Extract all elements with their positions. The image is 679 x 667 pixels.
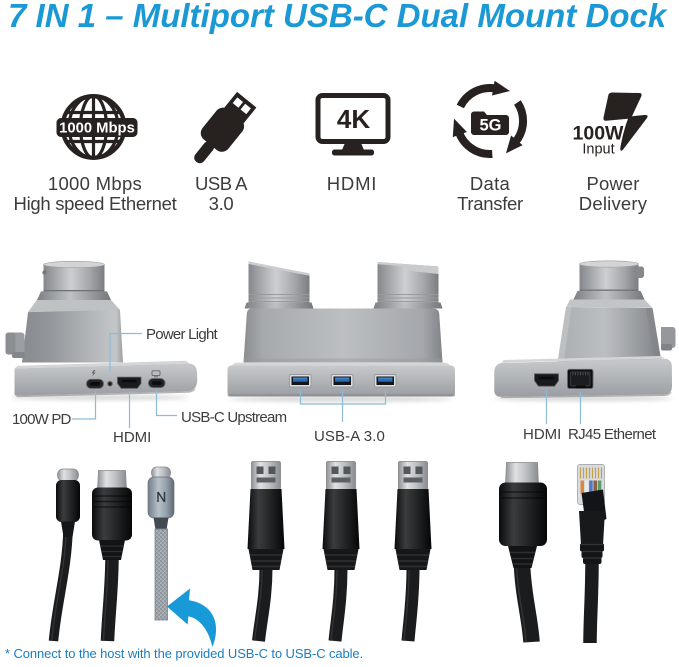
feature-usba-label: USB A 3.0	[195, 173, 248, 214]
footnote: * Connect to the host with the provided …	[5, 646, 364, 661]
bolt-watt-text: 100W	[573, 123, 625, 145]
page-title: 7 IN 1 – Multiport USB-C Dual Mount Dock	[8, 0, 667, 34]
rj45-ethernet-cable	[577, 464, 607, 644]
label-rj45-ethernet: RJ45 Ethernet	[568, 425, 656, 443]
power-bolt-icon: 100W Input	[573, 92, 648, 158]
usb-c-cable	[48, 468, 80, 642]
label-hdmi-left: HDMI	[113, 428, 152, 446]
hdmi-cable-right	[499, 462, 547, 643]
dock-side-view-left	[5, 260, 198, 428]
dock-front-view-middle	[227, 261, 455, 422]
hdmi-cable-left	[92, 470, 132, 642]
dock-side-view-right	[493, 260, 676, 424]
dock-views-illustration	[5, 260, 676, 428]
usb-a-cable-2	[321, 460, 361, 642]
label-hdmi-right: HDMI	[523, 425, 562, 443]
feature-ethernet-label: 1000 Mbps High speed Ethernet	[13, 173, 177, 214]
transfer-5g-text: 5G	[479, 117, 501, 135]
label-power-light: Power Light	[146, 325, 218, 343]
globe-badge-text: 1000 Mbps	[59, 121, 135, 137]
feature-data-transfer-label: Data Transfer	[457, 173, 523, 214]
bolt-input-text: Input	[582, 142, 614, 158]
usb-a-ports	[289, 374, 397, 388]
usb-c-braided-cable	[147, 466, 175, 621]
arrow-to-braided-cable	[167, 588, 217, 647]
monitor-4k-text: 4K	[337, 104, 370, 134]
usb-a-cable-1	[246, 460, 286, 642]
label-100w-pd: 100W PD	[12, 411, 71, 428]
cables-illustration	[48, 460, 607, 647]
label-usbc-upstream: USB-C Upstream	[181, 409, 287, 426]
feature-hdmi-label: HDMI	[326, 173, 378, 194]
label-usba-30: USB-A 3.0	[314, 427, 385, 445]
feature-power-label: Power Delivery	[578, 173, 648, 214]
data-transfer-arrows-icon: 5G	[447, 80, 533, 162]
usb-a-connector-icon	[194, 91, 257, 164]
usb-a-cable-3	[393, 460, 433, 642]
gigabit-ethernet-globe-icon: 1000 Mbps	[56, 94, 138, 160]
4k-monitor-icon: 4K	[315, 93, 391, 156]
